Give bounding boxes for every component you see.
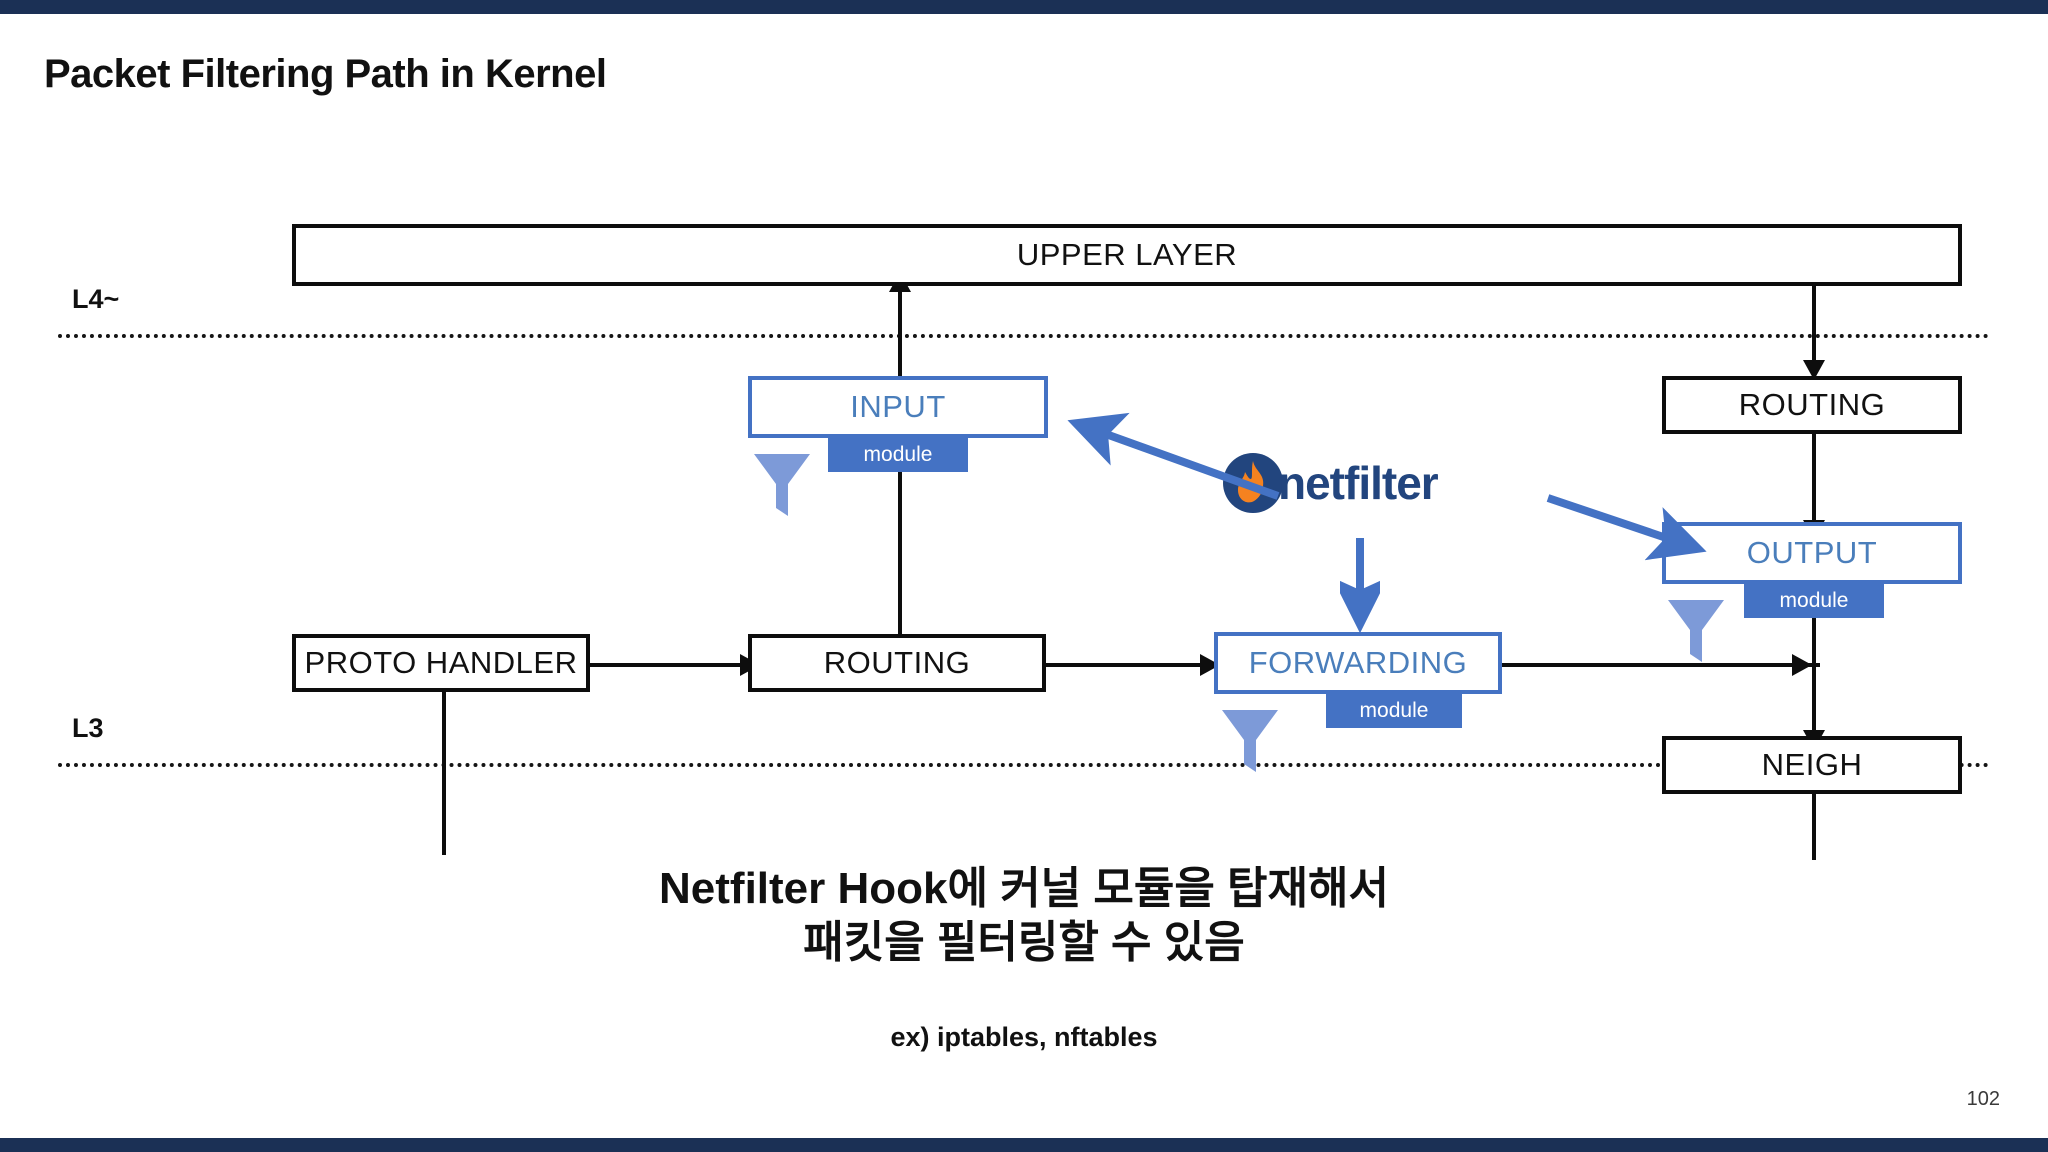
box-label-output: OUTPUT xyxy=(1746,535,1878,570)
module-chip-label-forwarding: module xyxy=(1359,699,1429,722)
box-routing-right[interactable]: ROUTING xyxy=(1662,376,1962,434)
connector-routing-right-to-output xyxy=(1812,432,1816,544)
box-input[interactable]: INPUT xyxy=(748,376,1048,438)
caption-line-1: Netfilter Hook에 커널 모듈을 탑재해서 xyxy=(659,864,1389,913)
layer-label-l3: L3 xyxy=(72,713,104,743)
accent-arrow-to-output xyxy=(1546,494,1707,561)
module-chip-forwarding[interactable]: module xyxy=(1326,694,1462,728)
layer-label-l4: L4~ xyxy=(72,284,120,314)
bottom-accent-bar xyxy=(0,1138,2048,1152)
caption-example: ex) iptables, nftables xyxy=(890,1022,1158,1052)
module-chip-label-input: module xyxy=(863,443,933,466)
caption-block: Netfilter Hook에 커널 모듈을 탑재해서 패킷을 필터링할 수 있… xyxy=(0,862,2048,969)
box-proto-handler[interactable]: PROTO HANDLER xyxy=(292,634,590,692)
layer-divider-l3 xyxy=(58,763,1990,767)
page-number: 102 xyxy=(1966,1088,2000,1110)
box-label-input: INPUT xyxy=(850,389,946,424)
connector-input-to-upper xyxy=(898,286,902,666)
connector-forwarding-to-trunk xyxy=(1502,663,1820,667)
box-label-upper-layer: UPPER LAYER xyxy=(1016,237,1238,272)
connector-output-to-neigh xyxy=(1812,600,1816,770)
connector-upper-to-routing-right xyxy=(1812,286,1816,380)
box-label-routing-mid: ROUTING xyxy=(823,645,971,680)
module-chip-label-output: module xyxy=(1779,589,1849,612)
box-label-forwarding: FORWARDING xyxy=(1248,645,1468,680)
box-routing-mid[interactable]: ROUTING xyxy=(748,634,1046,692)
connector-ingress-to-proto xyxy=(442,665,446,855)
accent-arrow-to-forwarding xyxy=(1340,538,1380,634)
netfilter-wordmark: netfilter xyxy=(1278,457,1439,509)
box-upper-layer[interactable]: UPPER LAYER xyxy=(292,224,1962,286)
netfilter-logo: netfilter xyxy=(1222,452,1439,514)
filter-funnel-icon-input xyxy=(754,454,810,516)
box-neigh[interactable]: NEIGH xyxy=(1662,736,1962,794)
arrowhead-forwarding-to-trunk xyxy=(1792,654,1812,676)
module-chip-input[interactable]: module xyxy=(828,438,968,472)
connector-proto-to-routing xyxy=(590,663,750,667)
filter-funnel-icon-output xyxy=(1668,600,1724,662)
box-label-proto-handler: PROTO HANDLER xyxy=(304,645,578,680)
page-title: Packet Filtering Path in Kernel xyxy=(44,52,607,96)
box-label-routing-right: ROUTING xyxy=(1738,387,1886,422)
arrowhead-upper-to-routing-right xyxy=(1803,360,1825,380)
connector-routing-to-forwarding xyxy=(1046,663,1216,667)
top-accent-bar xyxy=(0,0,2048,14)
accent-arrow-to-input xyxy=(1067,412,1280,500)
box-forwarding[interactable]: FORWARDING xyxy=(1214,632,1502,694)
layer-divider-l4 xyxy=(58,334,1990,338)
module-chip-output[interactable]: module xyxy=(1744,584,1884,618)
filter-funnel-icon-forwarding xyxy=(1222,710,1278,772)
caption-line-2: 패킷을 필터링할 수 있음 xyxy=(803,917,1245,967)
box-label-neigh: NEIGH xyxy=(1761,747,1863,782)
connector-neigh-out xyxy=(1812,790,1816,860)
